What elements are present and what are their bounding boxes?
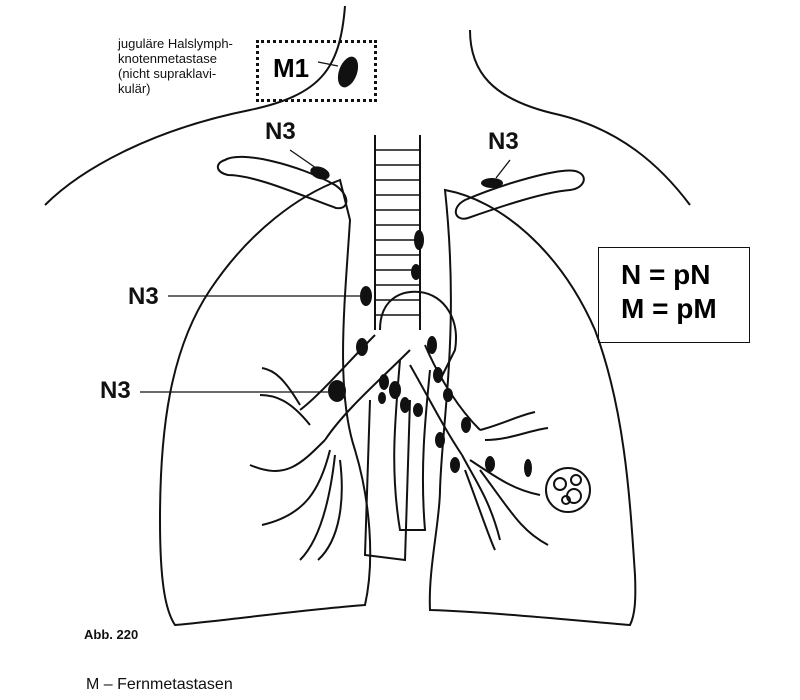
lymph-node-hilar-6: [413, 403, 423, 417]
lymph-node-hilar-2: [328, 380, 346, 402]
trachea-rings: [375, 150, 420, 315]
left-lower-branches: [250, 440, 342, 560]
lymph-node-paratracheal-3: [360, 286, 372, 306]
n3-label-trachea: N3: [128, 283, 159, 311]
lymph-node-hilar-12: [450, 457, 460, 473]
aortic-arch: [380, 292, 456, 380]
figure-caption: M – Fernmetastasen: [86, 676, 233, 694]
right-lower-branches: [462, 455, 548, 550]
lymph-node-hilar-10: [461, 417, 471, 433]
annotation-line-2: knotenmetastase: [118, 51, 258, 66]
leader-line-n3-right-clavicle: [496, 160, 510, 178]
right-upper-branches: [480, 412, 548, 440]
annotation-line-3: (nicht supraklavi-: [118, 66, 258, 81]
esophagus: [365, 400, 410, 560]
lymph-node-hilar-11: [435, 432, 445, 448]
left-upper-branch: [260, 368, 310, 425]
lymph-node-hilar-14: [524, 459, 532, 477]
left-clavicle: [218, 157, 347, 208]
lymph-node-hilar-5: [400, 397, 410, 413]
annotation-line-1: juguläre Halslymph-: [118, 36, 258, 51]
lymph-node-hilar-1: [356, 338, 368, 356]
lymph-node-left-supraclavicular: [309, 164, 332, 182]
lymph-node-hilar-9: [443, 388, 453, 402]
n3-label-bronchus: N3: [100, 377, 131, 405]
jugular-metastasis-annotation: juguläre Halslymph- knotenmetastase (nic…: [118, 36, 258, 96]
tumor: [546, 468, 590, 512]
n3-label-right-clavicle: N3: [488, 128, 519, 156]
neck-right-outline: [470, 30, 690, 205]
lymph-node-hilar-15: [378, 392, 386, 404]
lymph-node-paratracheal-1: [414, 230, 424, 250]
right-clavicle: [456, 171, 584, 219]
m1-dotted-box: M1: [256, 40, 377, 102]
lymph-node-hilar-4: [389, 381, 401, 399]
lymph-node-paratracheal-2: [411, 264, 421, 280]
legend-line-2: M = pM: [621, 292, 749, 326]
lymph-node-hilar-8: [433, 367, 443, 383]
left-lung: [160, 180, 370, 625]
n3-label-left-clavicle: N3: [265, 118, 296, 146]
lymph-node-hilar-13: [485, 456, 495, 472]
legend-line-1: N = pN: [621, 258, 749, 292]
m1-label: M1: [273, 53, 309, 84]
leader-line-n3-left-clavicle: [290, 150, 316, 168]
lymph-node-hilar-7: [427, 336, 437, 354]
legend-box: N = pN M = pM: [598, 247, 750, 343]
annotation-line-4: kulär): [118, 81, 258, 96]
lymph-node-hilar-3: [379, 374, 389, 390]
figure-number: Abb. 220: [84, 627, 138, 642]
lymph-node-right-supraclavicular: [481, 178, 503, 188]
